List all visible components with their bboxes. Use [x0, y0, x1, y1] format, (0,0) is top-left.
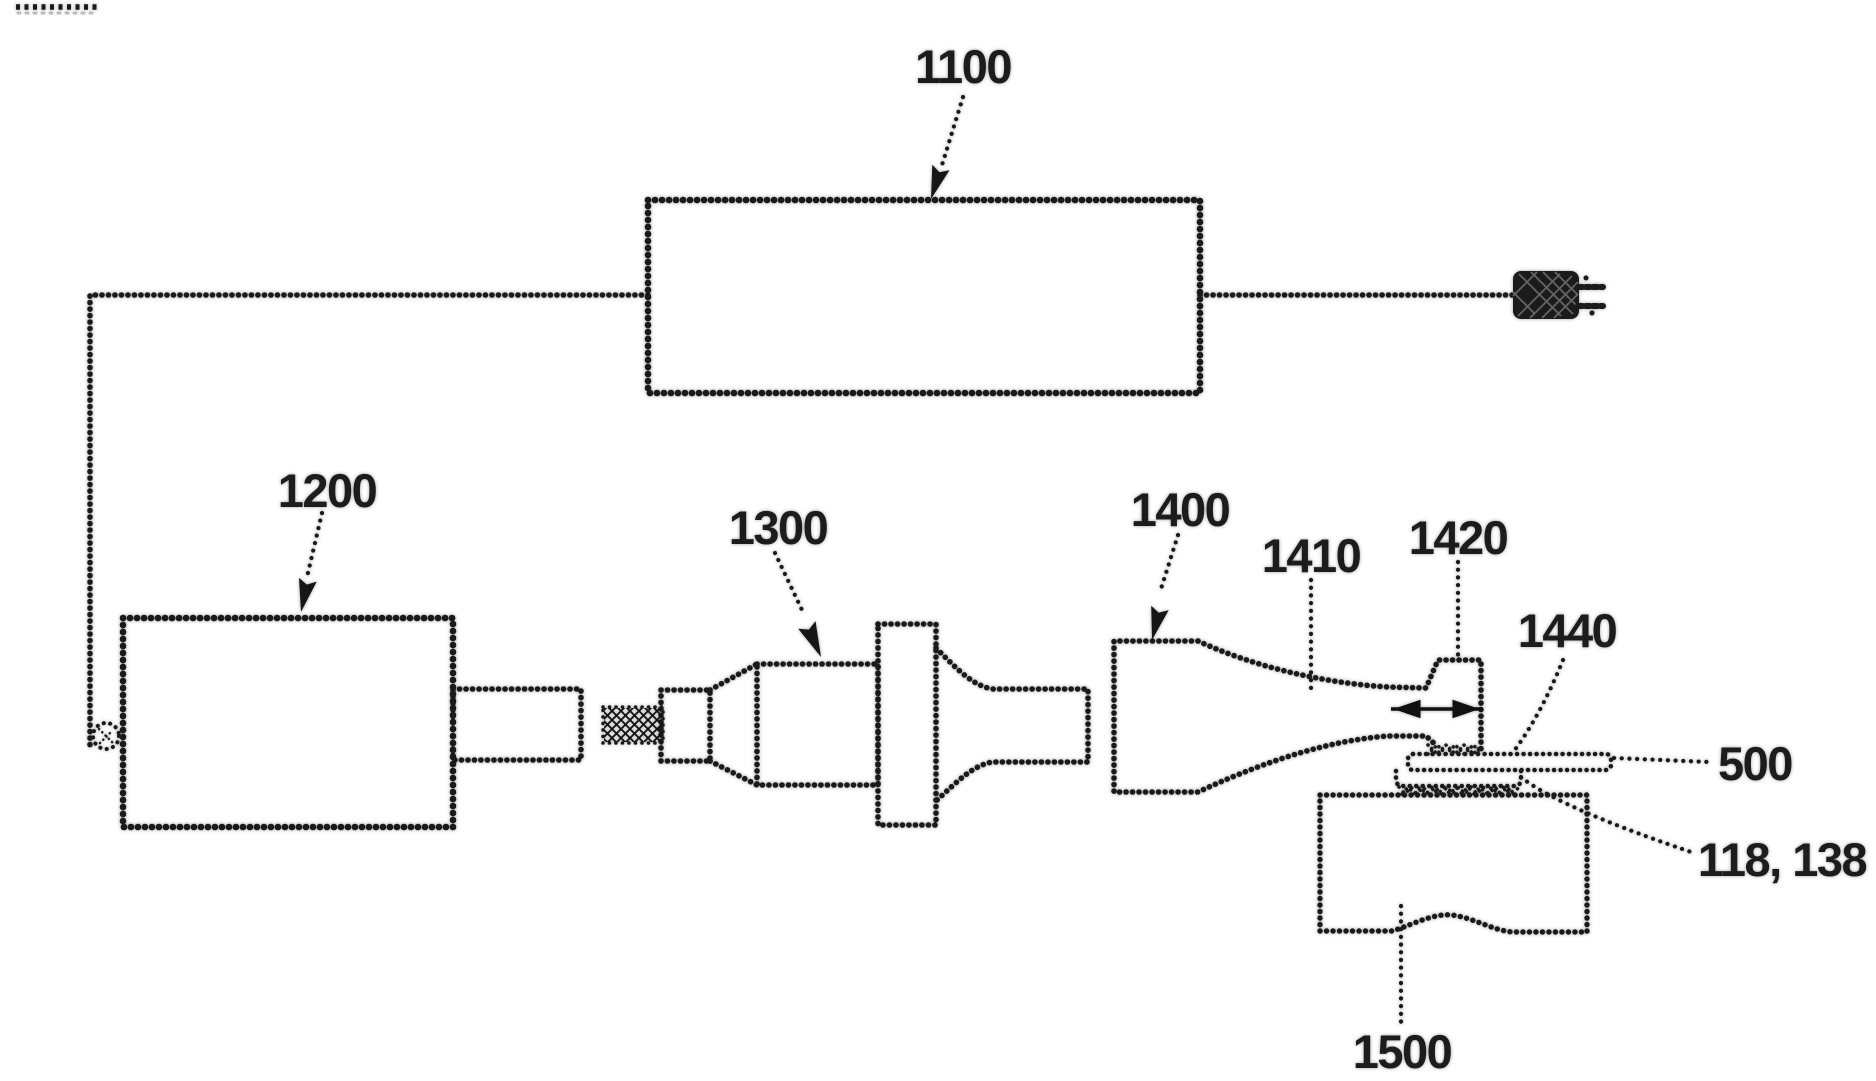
svg-text:1400: 1400 [1131, 483, 1230, 536]
svg-text:1100: 1100 [915, 40, 1011, 93]
svg-text:1500: 1500 [1353, 1025, 1452, 1078]
svg-text:500: 500 [1718, 737, 1792, 790]
svg-text:1440: 1440 [1518, 604, 1617, 657]
svg-text:118, 138: 118, 138 [1698, 833, 1867, 886]
svg-text:1420: 1420 [1409, 511, 1508, 564]
svg-text:1300: 1300 [729, 501, 828, 554]
svg-text:1410: 1410 [1262, 529, 1361, 582]
svg-text:1200: 1200 [278, 464, 377, 517]
